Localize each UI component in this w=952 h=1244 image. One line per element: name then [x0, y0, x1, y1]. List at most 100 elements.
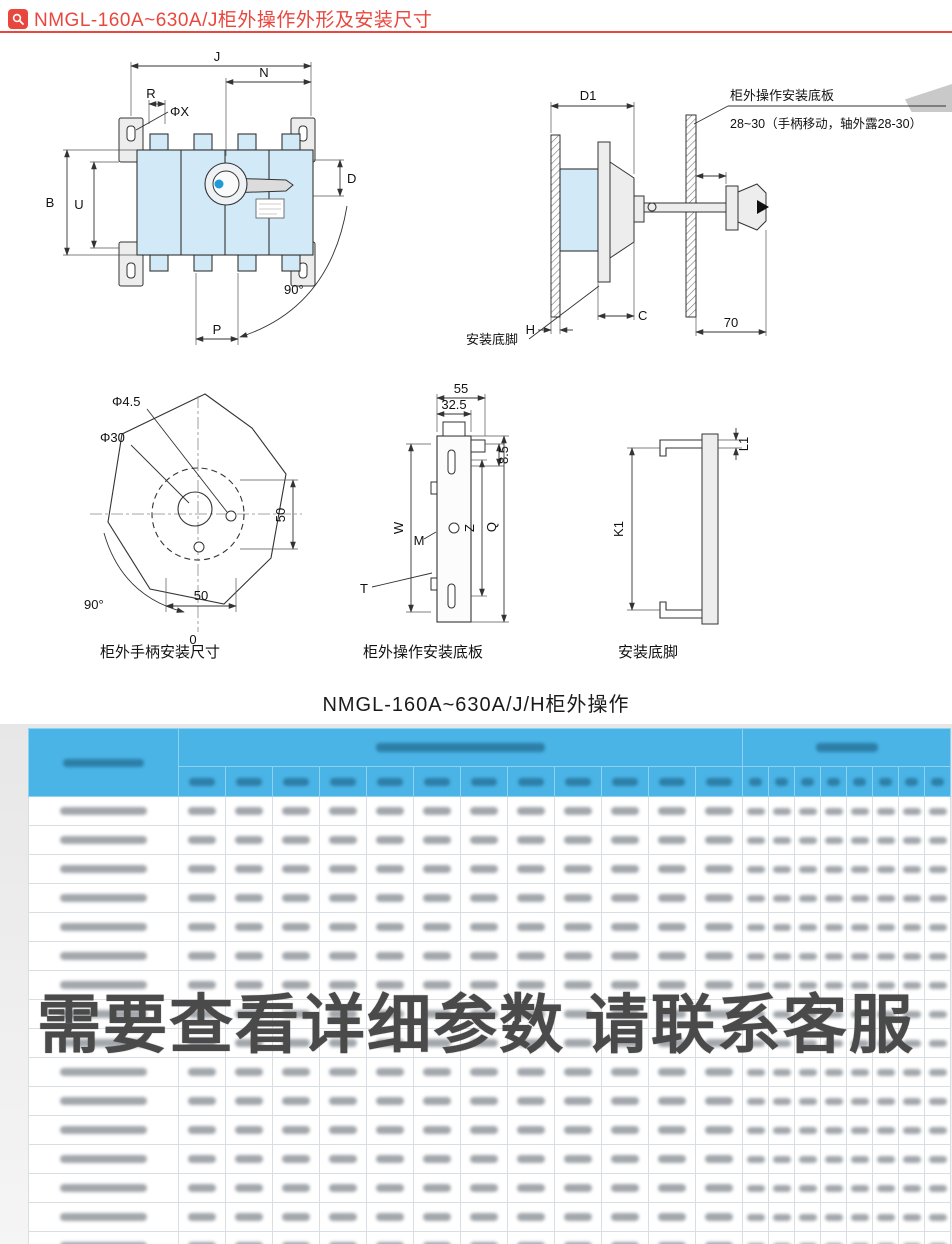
spec-subheader-row: [29, 766, 952, 797]
value-cell: [768, 1202, 796, 1232]
blurred-value: [746, 1155, 765, 1163]
blurred-value: [187, 981, 217, 989]
value-cell: [872, 1144, 900, 1174]
column-header-cell: [694, 766, 744, 797]
value-cell: [768, 1231, 796, 1244]
value-cell: [820, 796, 848, 826]
blurred-value: [928, 1155, 947, 1163]
blurred-value: [798, 1039, 817, 1047]
blurred-value: [824, 865, 843, 873]
blurred-value: [876, 923, 895, 931]
value-cell: [648, 1057, 696, 1087]
value-cell: [413, 854, 461, 884]
blurred-value: [850, 1039, 869, 1047]
value-cell: [319, 854, 367, 884]
value-cell: [601, 941, 649, 971]
blurred-value: [876, 894, 895, 902]
blurred-value: [772, 923, 791, 931]
value-cell: [794, 970, 822, 1000]
value-cell: [413, 941, 461, 971]
blurred-value: [902, 1097, 921, 1105]
side-dimensions: D1 柜外操作安装底板 28~30（手柄移动，轴外露28-30） H C 安装底…: [466, 88, 946, 347]
blurred-value: [610, 1039, 640, 1047]
blurred-value: [610, 1213, 640, 1221]
value-cell: [648, 825, 696, 855]
value-cell: [554, 912, 602, 942]
dim-label-k1: K1: [611, 521, 626, 537]
value-cell: [507, 1115, 555, 1145]
blurred-value: [469, 1126, 499, 1134]
blurred-header-text: [659, 777, 685, 786]
blurred-value: [850, 1068, 869, 1076]
model-cell: [28, 1231, 179, 1244]
blurred-value: [469, 865, 499, 873]
blurred-value: [798, 1184, 817, 1192]
blurred-value: [328, 923, 358, 931]
value-cell: [366, 941, 414, 971]
value-cell: [460, 854, 508, 884]
blurred-value: [422, 1068, 452, 1076]
blurred-value: [187, 807, 217, 815]
value-cell: [742, 1028, 770, 1058]
value-cell: [768, 883, 796, 913]
value-cell: [742, 941, 770, 971]
handle-mount-drawing: Φ4.5 Φ30 50 50 90° 0 柜外手柄安装尺寸: [84, 393, 302, 661]
model-cell: [28, 1115, 179, 1145]
blurred-value: [902, 1155, 921, 1163]
value-cell: [898, 1202, 926, 1232]
value-cell: [460, 999, 508, 1029]
blurred-value: [746, 1184, 765, 1192]
blurred-value: [469, 1213, 499, 1221]
blurred-value: [328, 1039, 358, 1047]
technical-drawings: J N R ΦX B U D 90°: [46, 49, 946, 661]
blurred-value: [657, 894, 687, 902]
blurred-value: [704, 1010, 734, 1018]
blurred-value: [187, 1184, 217, 1192]
spec-header-row: [28, 728, 952, 797]
value-cell: [178, 825, 226, 855]
value-cell: [768, 854, 796, 884]
blurred-value: [798, 1068, 817, 1076]
blurred-value: [824, 1184, 843, 1192]
value-cell: [319, 1028, 367, 1058]
blurred-value: [772, 981, 791, 989]
blurred-value: [798, 1126, 817, 1134]
column-header-cell: [272, 766, 320, 797]
blurred-value: [60, 1184, 147, 1192]
blurred-header-text: [826, 777, 841, 786]
value-cell: [846, 1086, 874, 1116]
blurred-value: [60, 981, 147, 989]
blurred-value: [704, 952, 734, 960]
blurred-value: [187, 1097, 217, 1105]
value-cell: [601, 970, 649, 1000]
blurred-value: [422, 865, 452, 873]
blurred-value: [422, 1010, 452, 1018]
blurred-value: [850, 1010, 869, 1018]
value-cell: [601, 1028, 649, 1058]
dim-label-t: T: [360, 581, 368, 596]
value-cell: [742, 1057, 770, 1087]
value-cell: [319, 912, 367, 942]
value-cell: [225, 796, 273, 826]
blurred-value: [876, 1126, 895, 1134]
spec-table-body: [28, 796, 952, 1244]
blurred-value: [375, 1039, 405, 1047]
column-header-cell: [225, 766, 273, 797]
blurred-value: [563, 1068, 593, 1076]
value-cell: [694, 825, 744, 855]
dim-label-l1: L1: [736, 437, 751, 451]
value-cell: [648, 1202, 696, 1232]
blurred-value: [704, 1097, 734, 1105]
blurred-value: [902, 894, 921, 902]
value-cell: [924, 999, 952, 1029]
value-cell: [742, 970, 770, 1000]
value-cell: [846, 825, 874, 855]
value-cell: [648, 912, 696, 942]
value-cell: [178, 796, 226, 826]
blurred-value: [375, 1155, 405, 1163]
front-view-drawing: J N R ΦX B U D 90°: [46, 49, 356, 345]
dim-label-n: N: [259, 65, 268, 80]
dim-label-q: Q: [484, 522, 499, 532]
value-cell: [507, 912, 555, 942]
value-cell: [898, 854, 926, 884]
